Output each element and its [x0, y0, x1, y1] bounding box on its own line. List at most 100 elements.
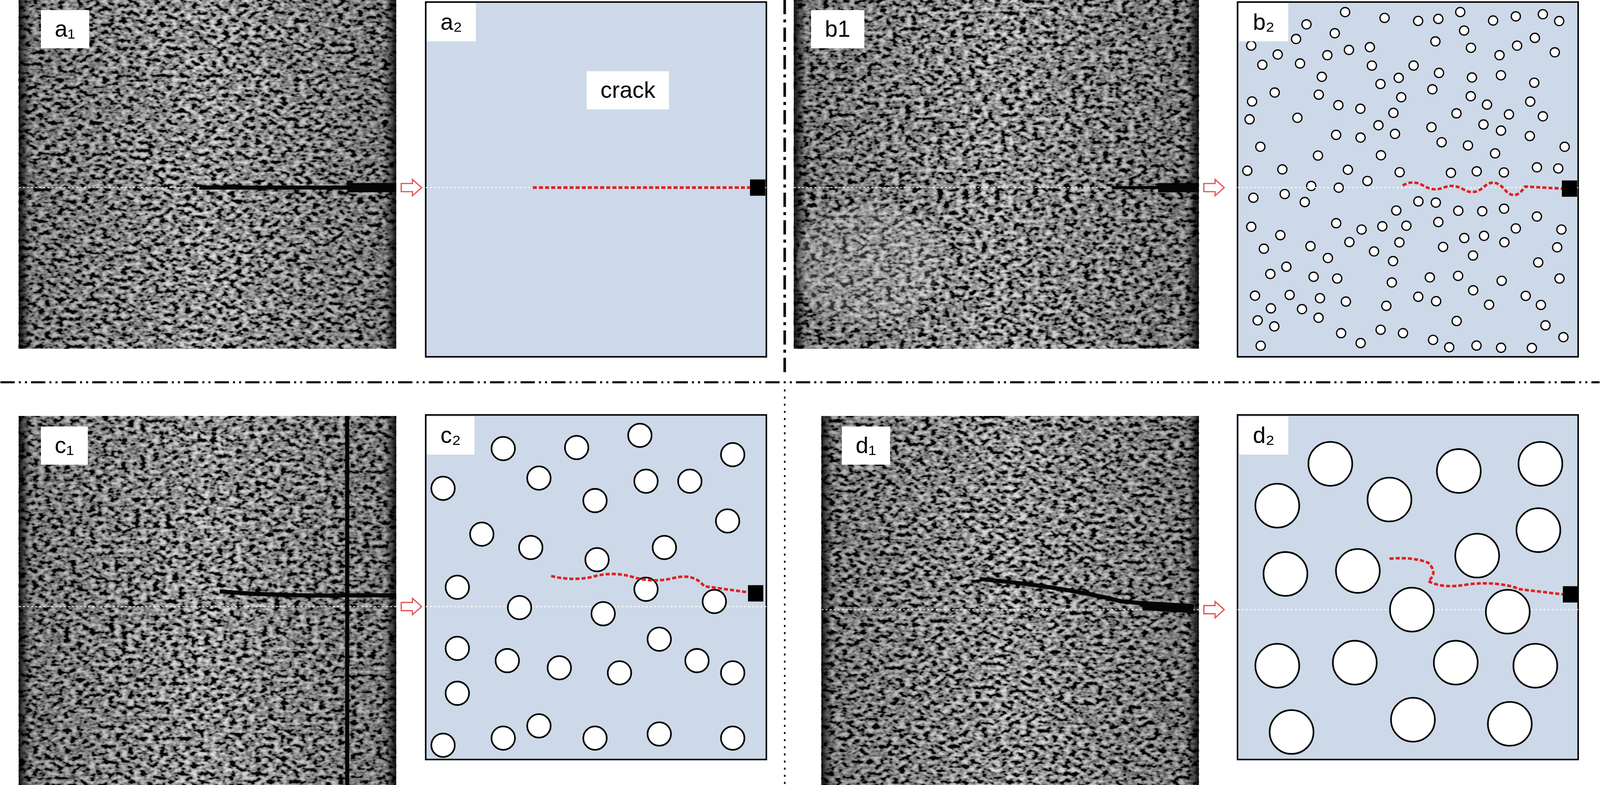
panel-label: c₁ [40, 426, 88, 465]
pore-circle [1275, 230, 1286, 240]
schematic-panel [1237, 1, 1579, 357]
pore-circle [628, 423, 652, 448]
pore-circle [1444, 342, 1454, 353]
pore-circle [1365, 42, 1375, 52]
pore-circle [678, 469, 702, 493]
pore-circle [1369, 246, 1379, 257]
pore-circle [1280, 189, 1290, 199]
pore-circle [1255, 142, 1265, 152]
pore-circle [1433, 14, 1443, 24]
pore-circle [1332, 640, 1377, 685]
pore-circle [1388, 108, 1399, 118]
pore-circle [1265, 269, 1275, 279]
pore-circle [1394, 73, 1404, 83]
pore-circle [1389, 588, 1434, 632]
ct-image [821, 416, 1200, 785]
pore-circle [1413, 292, 1423, 302]
pore-circle [1257, 60, 1268, 70]
schematic-panel [425, 415, 767, 760]
panel-label: a₂ [426, 3, 476, 42]
pore-circle [1453, 271, 1463, 281]
pore-circle [1367, 477, 1412, 522]
pore-circle [1246, 222, 1256, 232]
pore-circle [1453, 206, 1463, 216]
pore-circle [1536, 300, 1546, 310]
pore-circle [1355, 338, 1366, 348]
pore-circle [1381, 301, 1391, 311]
pore-circle [527, 466, 551, 491]
pore-circle [1463, 140, 1473, 150]
pore-circle [1248, 193, 1258, 203]
pore-circle [1512, 40, 1522, 51]
pore-circle [1451, 316, 1462, 326]
pore-circle [1396, 92, 1406, 103]
pore-circle [1520, 291, 1531, 301]
pore-circle [1434, 68, 1444, 78]
pore-circle [1434, 640, 1478, 685]
pore-circle [445, 636, 469, 661]
pore-circle [1314, 313, 1324, 323]
pore-circle [1532, 211, 1542, 222]
pore-circle [591, 602, 615, 626]
pore-circle [1376, 79, 1386, 89]
pore-circle [1538, 111, 1548, 121]
pore-circle [1499, 237, 1509, 247]
pore-circle [1242, 165, 1252, 176]
panel-label: d₁ [841, 426, 891, 465]
pore-circle [1305, 241, 1315, 252]
pore-circle [1295, 58, 1305, 69]
pore-circle [647, 627, 671, 652]
pore-circle [1302, 19, 1312, 29]
pore-circle [1394, 237, 1405, 247]
pore-circle [1525, 97, 1535, 107]
pore-circle [1246, 40, 1256, 51]
pore-circle [1488, 16, 1498, 26]
pore-circle [647, 722, 671, 747]
pore-circle [702, 589, 726, 614]
pore-circle [1518, 442, 1563, 486]
pore-circle [527, 714, 551, 738]
pore-circle [1466, 91, 1476, 101]
pore-circle [1388, 256, 1398, 266]
pore-circle [1477, 206, 1487, 217]
panel-label: b1 [811, 10, 865, 49]
pore-circle [1552, 242, 1562, 252]
pore-circle [1529, 78, 1539, 88]
pore-circle [583, 726, 607, 750]
pore-circle [1496, 70, 1506, 80]
pore-circle [1332, 274, 1342, 284]
pore-circle [1530, 33, 1540, 43]
pore-circle [1499, 204, 1509, 214]
pore-circle [1355, 104, 1366, 114]
pore-circle [1533, 257, 1543, 268]
pore-circle [1269, 321, 1280, 332]
pore-circle [507, 596, 532, 620]
pore-circle [1428, 335, 1438, 345]
pore-circle [652, 536, 676, 560]
pore-circle [1472, 166, 1482, 177]
pore-circle [1436, 449, 1481, 493]
pore-circle [585, 548, 609, 572]
pore-circle [1553, 164, 1563, 174]
pore-circle [1300, 197, 1310, 207]
pore-circle [583, 489, 607, 513]
pore-circle [1431, 198, 1441, 208]
pore-circle [1426, 122, 1436, 132]
pore-circle [1496, 343, 1506, 353]
pore-circle [1331, 218, 1341, 229]
panel-label: c₂ [426, 416, 475, 455]
pore-circle [1471, 341, 1481, 351]
pore-circle [1494, 50, 1504, 60]
pore-circle [469, 522, 494, 547]
pore-circle [1455, 533, 1499, 578]
pore-circle [1437, 137, 1447, 147]
pore-circle [1433, 217, 1443, 227]
pore-circle [1468, 285, 1478, 296]
pore-circle [1376, 325, 1386, 335]
pore-circle [495, 649, 520, 673]
pore-circle [1255, 484, 1299, 528]
pore-circle [1367, 61, 1377, 71]
pore-circle [1468, 251, 1478, 261]
pore-circle [720, 661, 745, 685]
pore-circle [1413, 16, 1423, 26]
